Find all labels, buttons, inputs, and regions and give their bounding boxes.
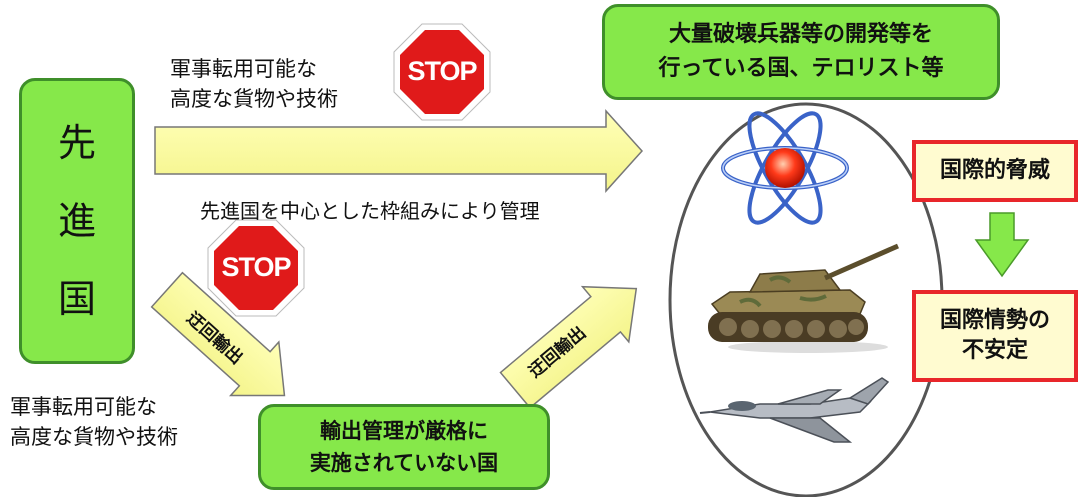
stop-text-bottom: STOP <box>221 252 291 282</box>
developed-char-1: 先 <box>57 121 96 165</box>
lax-country-box: 輸出管理が厳格に 実施されていない国 <box>258 404 550 490</box>
instability-box: 国際情勢の 不安定 <box>912 290 1078 382</box>
lax-country-line1: 輸出管理が厳格に <box>320 419 488 443</box>
target-header-line2: 行っている国、テロリスト等 <box>658 56 944 81</box>
threat-label: 国際的脅威 <box>939 158 1050 183</box>
bottom-items-line1: 軍事転用可能な <box>10 395 157 419</box>
threat-box: 国際的脅威 <box>912 140 1078 202</box>
stop-text-top: STOP <box>407 56 477 86</box>
bottom-items-line2: 高度な貨物や技術 <box>10 425 178 449</box>
fighter-jet-icon <box>699 377 890 443</box>
tank-icon <box>708 243 900 353</box>
direct-export-arrow <box>154 109 644 193</box>
instability-line2: 不安定 <box>961 338 1028 363</box>
regime-note: 先進国を中心とした枠組みにより管理 <box>200 199 540 223</box>
lax-country-line2: 実施されていない国 <box>309 451 499 475</box>
stop-sign-top <box>393 23 491 121</box>
detour-arrow-2 <box>499 285 638 409</box>
atom-icon <box>721 111 849 225</box>
developed-char-3: 国 <box>57 277 96 321</box>
instability-line1: 国際情勢の <box>939 308 1050 333</box>
top-items-line1: 軍事転用可能な <box>170 57 317 81</box>
target-header-box: 大量破壊兵器等の開発等を 行っている国、テロリスト等 <box>602 4 1000 100</box>
down-arrow <box>974 212 1030 278</box>
target-header-line1: 大量破壊兵器等の開発等を <box>668 22 933 47</box>
developed-char-2: 進 <box>57 199 96 243</box>
stop-sign-bottom <box>207 219 305 317</box>
detour-arrow-1 <box>150 271 286 397</box>
top-items-line2: 高度な貨物や技術 <box>170 87 338 111</box>
developed-countries-box: 先 進 国 <box>19 78 135 364</box>
